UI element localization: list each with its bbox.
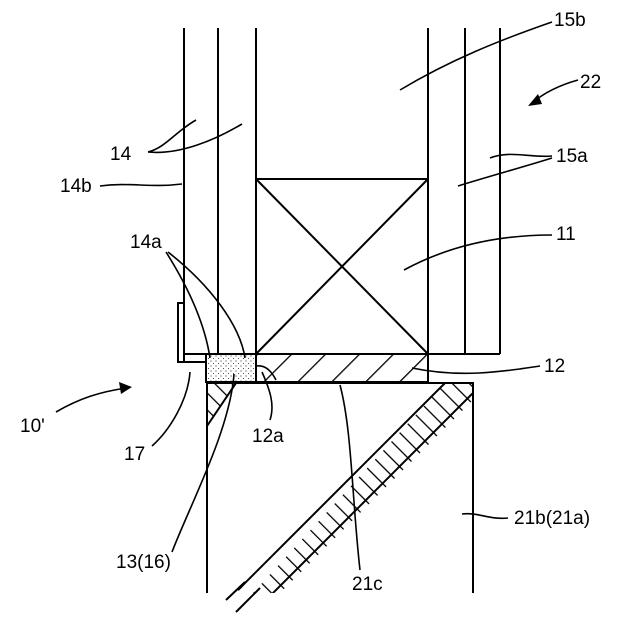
leader-15a-b xyxy=(458,158,552,186)
band-hatching xyxy=(242,383,473,605)
arrow-10-shaft xyxy=(56,388,126,412)
label-21c: 21c xyxy=(352,574,383,595)
label-12a: 12a xyxy=(252,426,284,447)
label-14: 14 xyxy=(110,144,132,165)
label-17: 17 xyxy=(124,444,145,465)
leader-21b xyxy=(462,514,508,519)
label-14a: 14a xyxy=(130,232,162,253)
label-11: 11 xyxy=(556,224,576,245)
label-12: 12 xyxy=(544,356,565,377)
label-15b: 15b xyxy=(554,10,586,31)
member-11-box xyxy=(256,179,428,354)
leader-11 xyxy=(404,235,552,270)
leader-14b xyxy=(100,184,182,186)
label-13-16: 13(16) xyxy=(116,552,171,573)
label-15a: 15a xyxy=(556,146,588,167)
bracket-17-outline xyxy=(178,303,206,362)
arrow-22-head xyxy=(528,94,542,106)
label-14b: 14b xyxy=(60,176,92,197)
member-12-bar xyxy=(256,354,428,382)
leader-17 xyxy=(152,372,190,446)
arrow-10-head xyxy=(119,382,132,394)
right-panel-15 xyxy=(428,28,500,354)
member-12-hatching xyxy=(256,354,428,382)
band-line-lower-a xyxy=(226,582,245,600)
leader-12 xyxy=(412,366,540,373)
sealant-dots xyxy=(206,354,256,382)
label-21b-21a: 21b(21a) xyxy=(514,508,590,529)
leader-lines xyxy=(100,22,552,570)
label-10-prime: 10' xyxy=(20,416,45,437)
band-line-lower-b xyxy=(236,588,260,612)
band-edge-1 xyxy=(238,383,445,590)
label-22: 22 xyxy=(580,72,601,93)
base-member-21 xyxy=(207,382,473,620)
bracket-17 xyxy=(178,303,206,362)
leader-14-b xyxy=(148,124,242,152)
sealant-13-16 xyxy=(206,354,256,382)
leader-14a-a xyxy=(166,252,210,358)
leader-15b xyxy=(400,22,552,90)
reference-labels: 15b 22 14 15a 14b 11 14a 12 10' 17 12a 2… xyxy=(20,10,601,595)
left-panel-14 xyxy=(184,28,256,363)
